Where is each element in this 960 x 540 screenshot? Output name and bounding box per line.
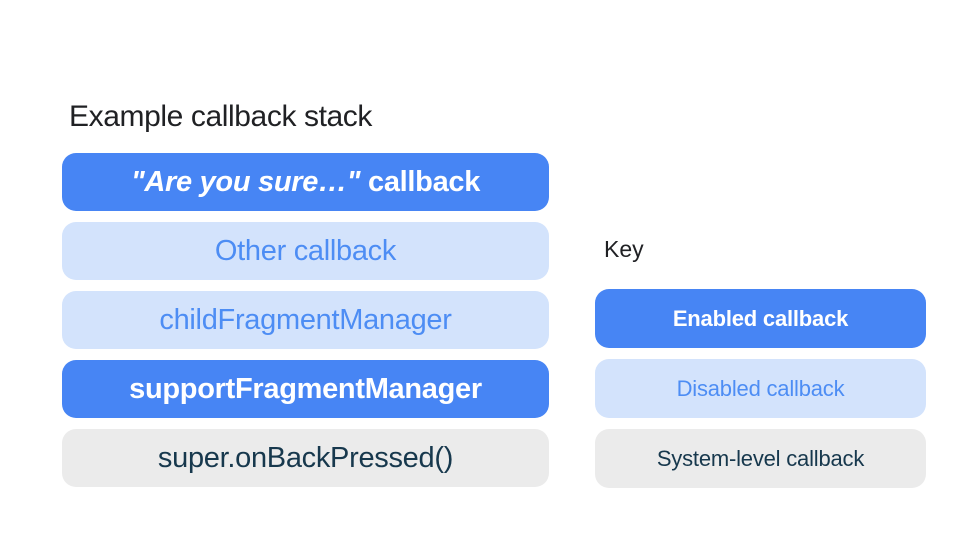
are-you-sure-suffix-text: callback	[360, 165, 481, 198]
are-you-sure-quote-text: "Are you sure…"	[130, 165, 361, 198]
key-item-disabled-callback: Disabled callback	[595, 359, 926, 418]
stack-item-super-onbackpressed: super.onBackPressed()	[62, 429, 549, 487]
stack-item-child-fragment-manager: childFragmentManager	[62, 291, 549, 349]
key-item-enabled-callback: Enabled callback	[595, 289, 926, 348]
key-legend: Enabled callback Disabled callback Syste…	[595, 289, 926, 488]
key-title: Key	[604, 236, 644, 262]
stack-item-are-you-sure-callback: "Are you sure…" callback	[62, 153, 549, 211]
stack-item-other-callback: Other callback	[62, 222, 549, 280]
callback-stack: "Are you sure…" callback Other callback …	[62, 153, 549, 487]
stack-title: Example callback stack	[69, 100, 372, 133]
key-item-system-level-callback: System-level callback	[595, 429, 926, 488]
stack-item-support-fragment-manager: supportFragmentManager	[62, 360, 549, 418]
